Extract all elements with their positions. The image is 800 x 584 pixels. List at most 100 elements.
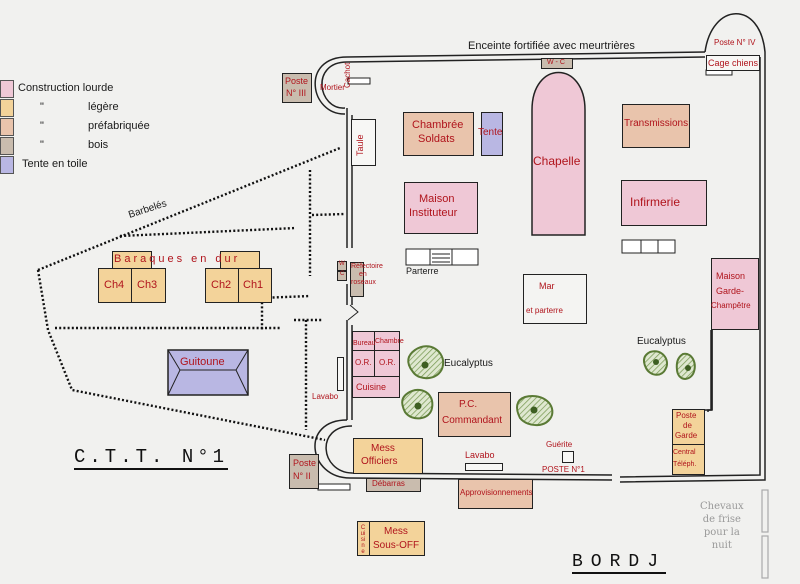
divider [374,331,375,376]
room-ch2[interactable]: Ch2 [205,268,239,303]
poste-4-label[interactable]: Poste N° IV [714,38,756,47]
legend-ditto: " [40,139,44,151]
label: W [339,261,345,267]
room-ch1[interactable]: Ch1 [238,268,272,303]
legend-label: légère [88,101,119,113]
mortier-label: Mortier [320,83,345,92]
legend-label: Construction lourde [18,82,114,94]
chambree-soldats[interactable]: Chambrée Soldats [403,112,474,156]
or-label-1[interactable]: O.R. [355,358,372,367]
debarras[interactable]: Débarras [366,478,421,492]
label: Infirmerie [630,195,681,209]
inner-wall [697,330,712,411]
legend-ditto: " [40,120,44,132]
room-label: Ch2 [211,279,232,291]
label: Officiers [361,456,398,467]
divider [352,376,400,377]
guitoune-label[interactable]: Guitoune [180,356,225,368]
note-line: pour la [703,527,740,538]
infirmerie[interactable]: Infirmerie [621,180,707,226]
wc-side-c[interactable]: C [337,271,347,281]
label: Champêtre [711,301,751,310]
parterre-beds [405,239,676,266]
maison-instituteur[interactable]: Maison Instituteur [404,182,478,234]
maison-garde-champetre[interactable]: Maison Garde- Champêtre [711,258,759,330]
label: Poste [293,458,317,468]
wc-top[interactable]: W - C [541,58,573,69]
parterre-label: Parterre [406,266,439,276]
label: Débarras [372,479,405,488]
label: Mess [371,443,395,454]
tente[interactable]: Tente [478,112,503,156]
label: Garde- [716,286,745,296]
eucalyptus-label-left: Eucalyptus [444,358,493,369]
label: Sous-OFF [373,540,420,551]
mess-sous-off[interactable]: Mess Sous-OFF [369,521,425,556]
wc-side-w[interactable]: W [337,261,347,271]
lavabo-mid [465,463,503,471]
room-label: Ch4 [104,279,125,291]
chambre-label[interactable]: Chambre [375,338,404,345]
note-line: Chevaux [700,501,744,512]
or-label-2[interactable]: O.R. [379,358,396,367]
chapelle-label[interactable]: Chapelle [533,154,581,168]
label: Garde [675,431,698,440]
note-line: nuit [711,540,732,551]
room-ch4[interactable]: Ch4 [98,268,132,303]
eucalyptus-label-right: Eucalyptus [637,336,686,347]
label: Poste [285,76,309,86]
label: Taule [355,134,365,156]
officer-quarters [352,331,400,398]
label: Approvisionnements [460,488,533,497]
cuisine-label[interactable]: Cuisine [356,382,387,392]
legend: Construction lourde " légère " préfabriq… [0,80,160,180]
refectoire[interactable] [350,262,364,297]
lavabo-left-label[interactable]: Lavabo [312,392,339,401]
guerite-label: Guérite [546,440,573,449]
label: Central [673,449,696,456]
legend-swatch-bois [0,137,14,155]
poste-3[interactable]: Poste N° III [282,73,312,103]
label: Chambrée [412,119,464,131]
label: W - C [547,59,565,66]
legend-label: bois [88,139,109,151]
legend-label: Tente en toile [22,158,88,170]
label: Mar [539,281,555,291]
approvisionnements[interactable]: Approvisionnements [458,479,533,509]
baraques-label: Baraques en dur [114,253,241,265]
label: N° III [286,88,307,98]
cachot-label: Cachot [343,62,352,88]
label: Poste [676,411,697,420]
guerite[interactable] [562,451,574,463]
legend-swatch-prefabriquee [0,118,14,136]
poste-de-garde[interactable]: Poste de Garde [672,409,705,445]
central-telephonique[interactable]: Central Téléph. [672,444,705,475]
taule[interactable]: Taule [351,119,376,166]
camp-title: C.T.T. N°1 [74,446,229,470]
poste-2[interactable]: Poste N° II [289,454,319,489]
refectoire-label: Réfectoire en roseaux [351,263,383,287]
room-label: Ch3 [137,279,158,291]
poste-1-label[interactable]: POSTE N°1 [542,465,585,474]
chapelle-shape [531,71,586,236]
transmissions[interactable]: Transmissions [622,104,690,148]
room-ch3[interactable]: Ch3 [131,268,166,303]
divider [352,350,400,351]
label: Maison [419,193,455,205]
label: C [340,271,345,277]
label: Cuisine [360,525,366,555]
mare-parterre[interactable]: Mar et parterre [523,274,587,324]
cage-chiens[interactable]: Cage chiens [706,55,760,71]
lavabo-left [337,357,344,391]
gate-marker [347,304,359,321]
label: Instituteur [409,207,458,219]
lavabo-mid-label[interactable]: Lavabo [465,450,495,460]
legend-ditto: " [40,101,44,113]
legend-swatch-legere [0,99,14,117]
label: de [683,421,692,430]
bureau-label[interactable]: Bureau [353,340,376,347]
label: et parterre [526,306,563,315]
note-line: de frise [702,514,741,525]
mess-officiers[interactable]: Mess Officiers [353,438,423,474]
pc-commandant[interactable]: P.C. Commandant [438,392,511,437]
